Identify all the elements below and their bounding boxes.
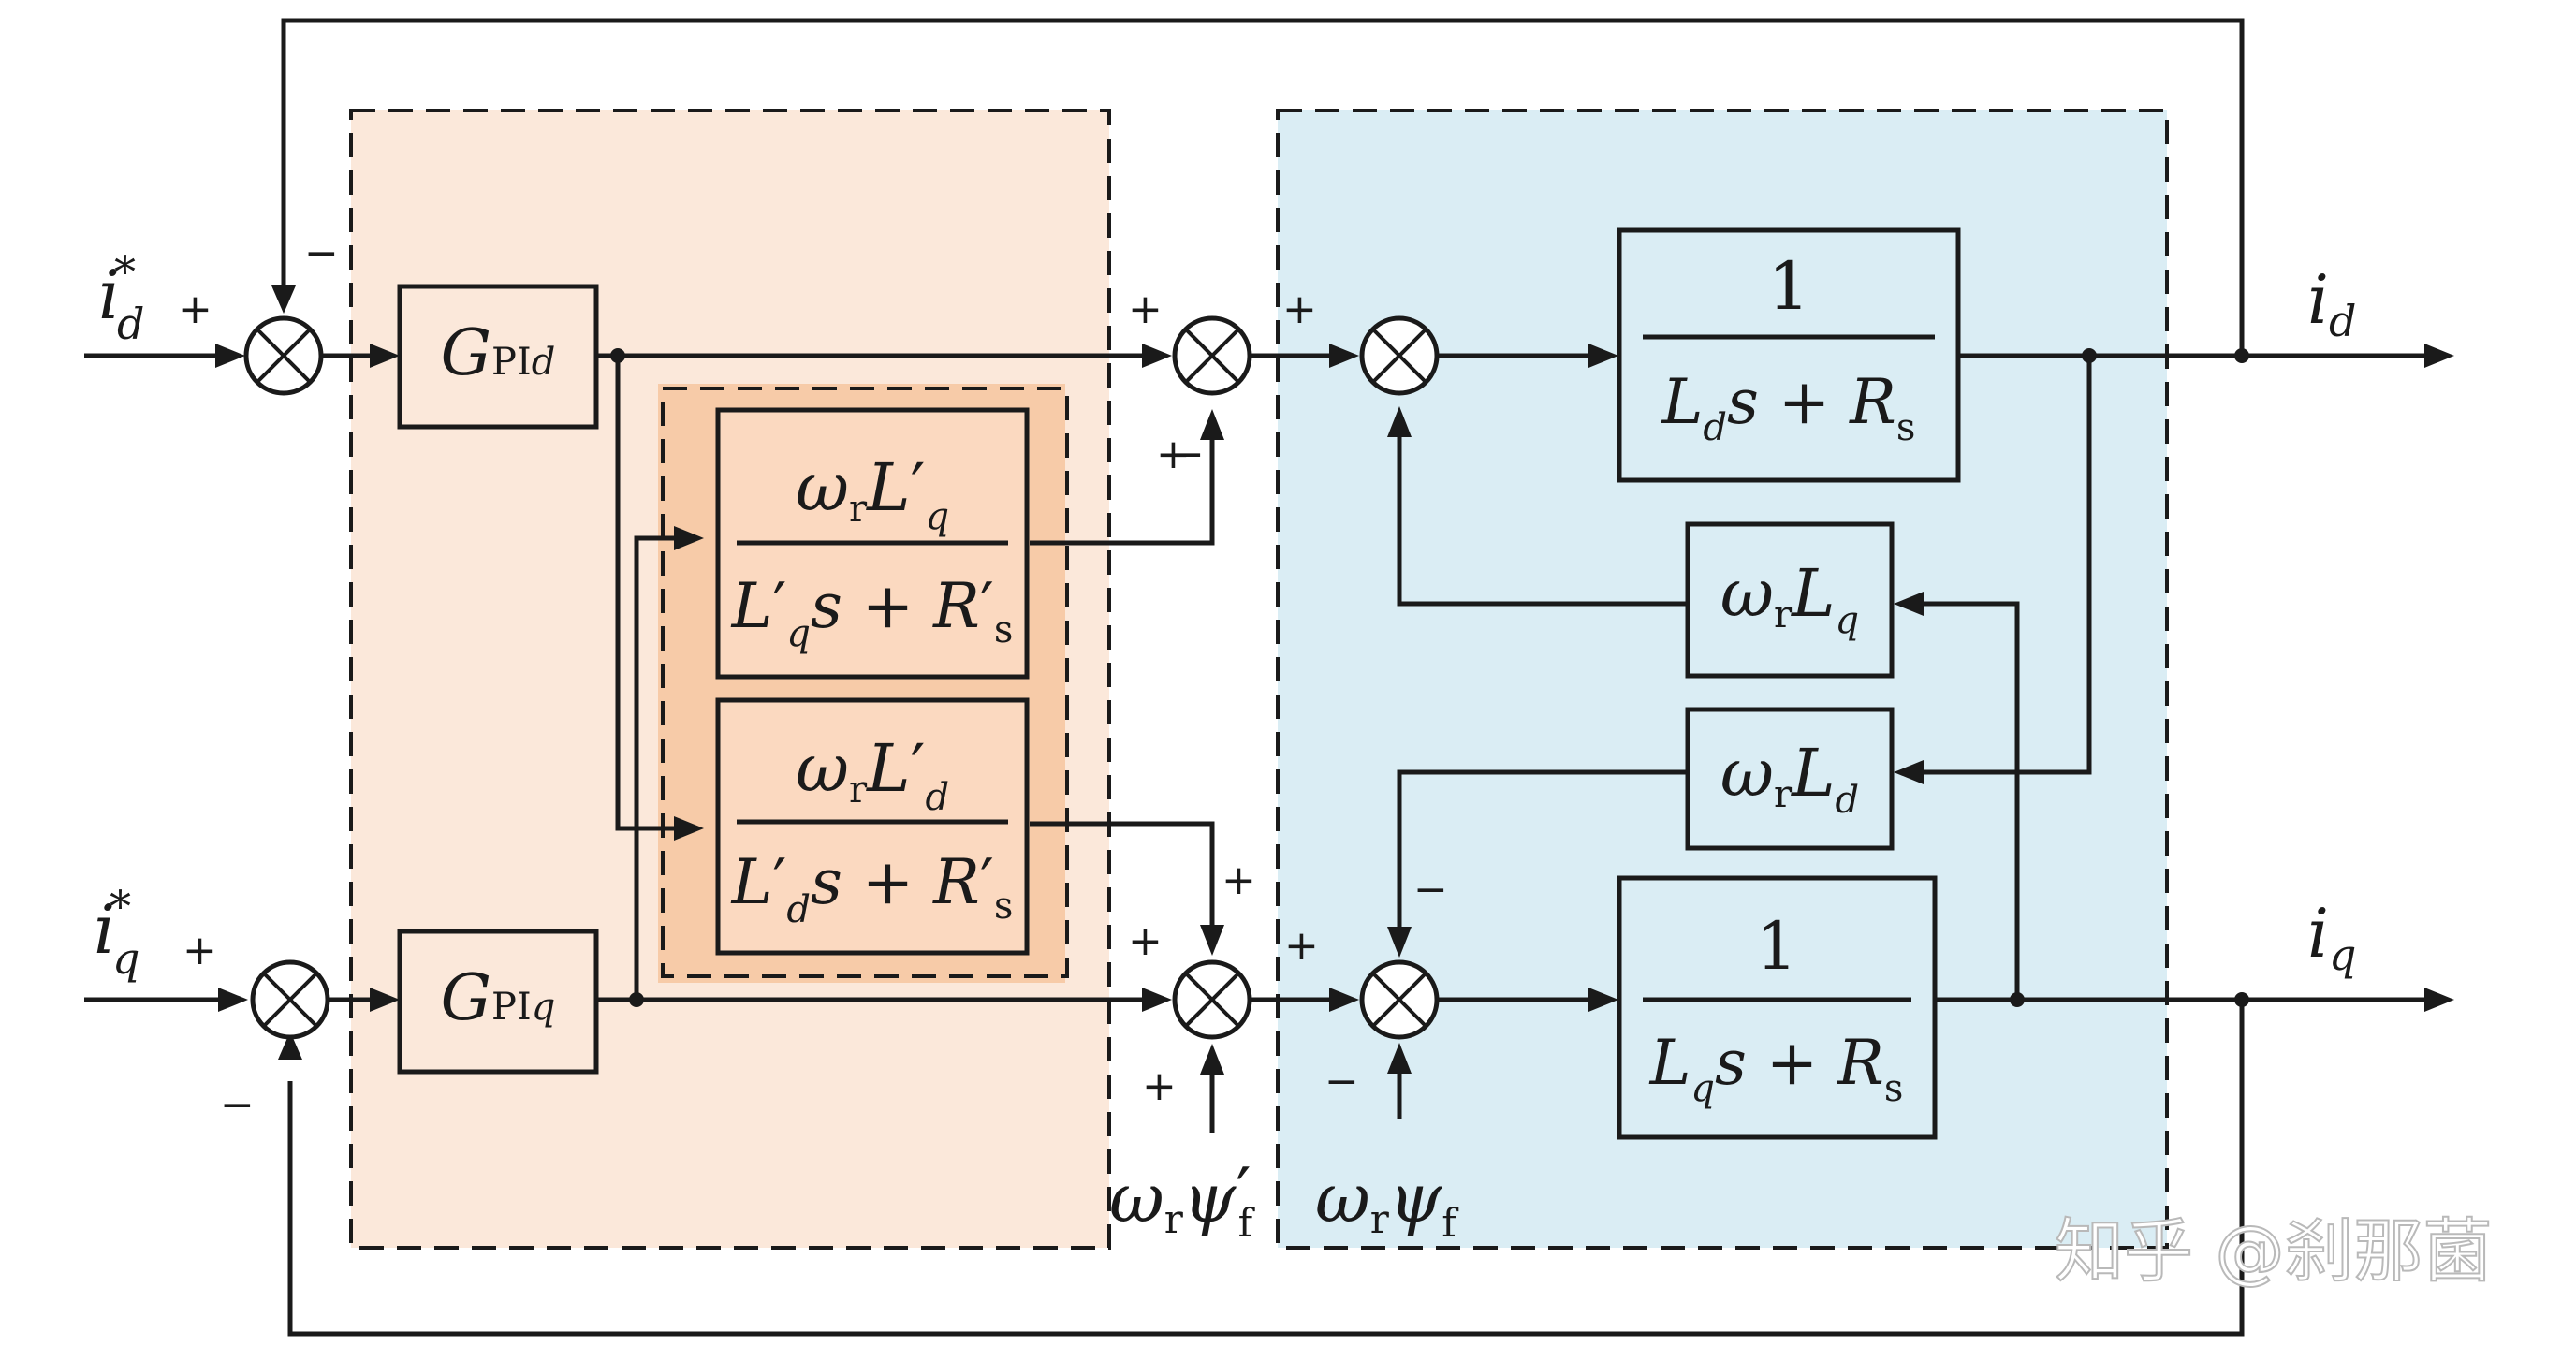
decouple-d-model-numerator: ωrL′d <box>796 730 949 819</box>
plant-d-denominator: Lds + Rs <box>1661 366 1916 449</box>
junction-id-cross <box>2082 348 2097 363</box>
gpid-block <box>397 284 599 430</box>
plant-q-numerator: 1 <box>1756 908 1798 985</box>
sign-s6-minus-top: − <box>1413 866 1448 914</box>
junction-iq-feedback <box>2234 992 2249 1007</box>
plant-q-block <box>1617 875 1938 1140</box>
sign-s4-plus-top: + <box>1222 856 1256 904</box>
sign-s6-minus-bottom: − <box>1325 1058 1359 1105</box>
sum-junction-q-model <box>1172 959 1252 1040</box>
plant-flux-label: ωrψf <box>1315 1159 1459 1246</box>
gpid-label: GPId <box>441 316 556 390</box>
sign-s3-plus-bottom: + <box>1156 431 1191 478</box>
gpiq-block <box>397 929 599 1075</box>
junction-id-feedback <box>2234 348 2249 363</box>
sum-junction-q-error <box>250 959 330 1040</box>
plant-q-denominator: Lqs + Rs <box>1649 1027 1904 1110</box>
model-flux-label: ωrψ′f <box>1109 1153 1256 1246</box>
dmodel-to-s4-wire <box>1030 821 1215 925</box>
iq-feedback-arrow <box>278 1031 302 1060</box>
gpiq-label: GPIq <box>441 961 556 1035</box>
sign-s4-plus-left: + <box>1128 917 1163 965</box>
iq-out-arrow <box>2424 988 2454 1012</box>
sum-junction-d-error <box>243 315 324 396</box>
crossq-to-s5-wire <box>1397 437 1687 607</box>
arrow-dmodel-in <box>674 816 704 841</box>
cross-coupling-q-label: ωrLq <box>1720 555 1859 642</box>
decouple-q-model-denominator: L′qs + R′s <box>731 570 1014 655</box>
sign-s6-plus-left: + <box>1284 922 1319 970</box>
id-feedback-line <box>281 18 2245 356</box>
sign-s3-plus-left: + <box>1128 285 1163 333</box>
junction-iq-cross <box>2010 992 2025 1007</box>
arrow-crossd-in <box>1894 760 1924 784</box>
iq-feedback-line <box>287 1000 2245 1337</box>
arrow-s4-in <box>1142 988 1172 1012</box>
decouple-d-model-denominator: L′ds + R′s <box>731 846 1014 931</box>
arrow-gpid-in <box>370 344 400 368</box>
plant-region-border <box>1276 109 2169 1250</box>
id-out-arrow <box>2424 344 2454 368</box>
id-ref-label: i*d <box>98 246 144 349</box>
arrow-s3-in <box>1142 344 1172 368</box>
arrow-s4-top <box>1200 925 1224 956</box>
arrow-s6-in <box>1329 988 1359 1012</box>
sum-junction-d-plant <box>1359 315 1440 396</box>
sign-s4-plus-bottom: + <box>1142 1062 1177 1110</box>
iq-to-crossq-wire <box>1924 601 2020 1000</box>
inner-decoupling-border <box>661 387 1069 978</box>
iq-ref-arrow <box>218 988 248 1012</box>
sign-s1-minus: − <box>304 229 339 277</box>
controller-region-border <box>349 109 1111 1250</box>
plant-d-numerator: 1 <box>1768 248 1810 325</box>
id-to-crossd-wire <box>1924 356 2092 775</box>
iq-out-label: iq <box>2307 894 2356 980</box>
cross-coupling-q-block <box>1685 521 1895 679</box>
cross-coupling-d-block <box>1685 707 1895 851</box>
id-ref-arrow <box>215 344 245 368</box>
arrow-s5-in <box>1329 344 1359 368</box>
decouple-d-model-block <box>715 697 1030 956</box>
sign-s2-plus: + <box>183 927 217 974</box>
decouple-q-model-numerator: ωrL′q <box>796 449 949 538</box>
sign-s5-minus-top: − <box>1170 431 1205 478</box>
plant-d-block <box>1617 227 1961 483</box>
gpid-to-dmodel-wire <box>615 356 674 831</box>
sum-junction-q-plant <box>1359 959 1440 1040</box>
arrow-s4-bottom <box>1200 1044 1224 1075</box>
arrow-s6-top <box>1387 927 1412 958</box>
junction-gpid <box>610 348 625 363</box>
sign-s5-plus-left: + <box>1282 285 1317 333</box>
arrow-qmodel-in <box>674 526 704 550</box>
cross-coupling-d-label: ωrLd <box>1720 735 1859 822</box>
arrow-s3-bottom <box>1200 409 1224 440</box>
arrow-plantq-in <box>1588 988 1618 1012</box>
iq-ref-label: i*q <box>94 881 139 984</box>
sum-junction-d-model <box>1172 315 1252 396</box>
sign-s1-plus: + <box>178 285 212 333</box>
arrow-gpiq-in <box>370 988 400 1012</box>
watermark: 知乎 @刹那菌 <box>2055 1211 2493 1292</box>
id-feedback-arrow <box>271 285 296 314</box>
sign-s2-minus: − <box>220 1081 255 1129</box>
arrow-s6-bottom <box>1387 1043 1412 1074</box>
arrow-s5-bottom <box>1387 406 1412 437</box>
crossd-to-s6-wire <box>1397 769 1687 927</box>
qmodel-to-s3-wire <box>1030 440 1215 546</box>
arrow-crossq-in <box>1894 592 1924 616</box>
gpiq-to-qmodel-wire <box>634 535 674 1000</box>
arrow-plantd-in <box>1588 344 1618 368</box>
junction-gpiq <box>629 992 644 1007</box>
id-out-label: id <box>2307 260 2356 346</box>
